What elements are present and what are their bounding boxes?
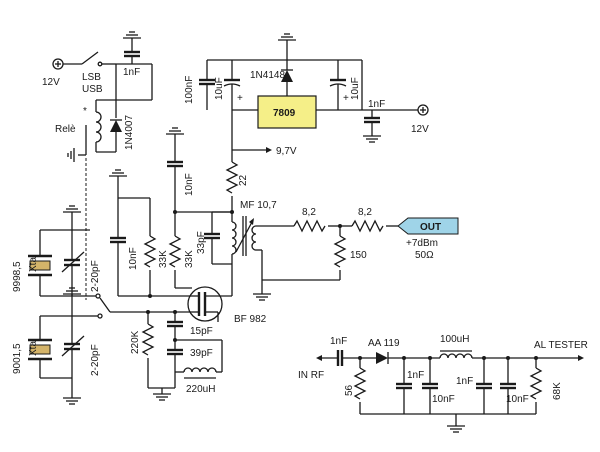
label-rele: Relè <box>55 124 76 135</box>
regulator-7809 <box>257 95 317 129</box>
label-diode-1n4148: 1N4148 <box>250 70 285 81</box>
label-c10u-b: 10uF <box>350 77 361 100</box>
inductor-100uh <box>439 353 473 359</box>
label-r33k-b: 33K <box>184 250 195 268</box>
label-12v-right: 12V <box>411 124 429 135</box>
label-star: * <box>83 106 87 117</box>
label-al-tester: AL TESTER <box>534 340 588 351</box>
diode-aa119 <box>376 352 388 364</box>
label-c15p: 15pF <box>190 326 213 337</box>
label-r22: 22 <box>238 174 249 186</box>
power-relay-section: 12V LSB USB 1nF 1N4007 * Relè <box>42 31 153 300</box>
diode-1n4148 <box>281 70 293 82</box>
svg-text:+: + <box>237 93 243 104</box>
label-l100: 100uH <box>440 334 469 345</box>
label-usb: USB <box>82 84 103 95</box>
label-r68k: 68K <box>552 382 563 400</box>
switch-lsb-usb <box>81 51 99 65</box>
label-xtal-b: Xtal <box>28 339 39 356</box>
label-trim-b: 2-20pF <box>90 344 101 376</box>
terminal-12v-right <box>417 104 429 116</box>
transformer-secondary <box>251 225 257 251</box>
label-c39p: 39pF <box>190 348 213 359</box>
label-freq-b: 9001,5 <box>12 343 23 374</box>
crystal-section: Xtal 9998,5 2-20pF Xtal 9001,5 2-20pF <box>12 205 111 405</box>
label-c10n-a: 10nF <box>432 394 455 405</box>
label-12v-top: 12V <box>42 77 60 88</box>
label-freq-a: 9998,5 <box>12 261 23 292</box>
label-c1n-a: 1nF <box>407 370 424 381</box>
label-lsb: LSB <box>82 72 101 83</box>
mixer-section: 10nF 33K 33K BF 982 220K <box>108 169 267 401</box>
label-c33p: 33pF <box>196 231 207 254</box>
transistor-bf982 <box>187 286 223 322</box>
label-ohm: 50Ω <box>415 250 434 261</box>
label-7809: 7809 <box>273 108 296 119</box>
inductor-220uh <box>183 367 217 373</box>
label-9-7v: 9,7V <box>276 146 297 157</box>
label-diode-1n4007: 1N4007 <box>124 115 135 150</box>
regulator-section: 100nF 10uF + 1N4148 7809 10uF + 1nF <box>184 33 429 214</box>
label-c10u-a: 10uF <box>214 77 225 100</box>
label-r56: 56 <box>344 384 355 396</box>
label-r33k-a: 33K <box>158 250 169 268</box>
label-c-in: 1nF <box>330 336 347 347</box>
label-xtal-a: Xtal <box>28 255 39 272</box>
crystal-b <box>29 344 51 355</box>
diode-1n4007 <box>110 120 122 132</box>
if-transformer-section: 10nF MF 10,7 33pF 8,2 8,2 <box>165 127 459 301</box>
label-mf: MF 10,7 <box>240 200 277 211</box>
label-c-relay: 1nF <box>123 67 140 78</box>
label-c10n-b: 10nF <box>506 394 529 405</box>
label-dbm: +7dBm <box>406 238 438 249</box>
relay-contact <box>99 297 111 313</box>
label-c-reg-out: 1nF <box>368 99 385 110</box>
label-out: OUT <box>420 222 441 233</box>
svg-text:+: + <box>343 93 349 104</box>
label-r220k: 220K <box>130 330 141 354</box>
label-l220: 220uH <box>186 384 215 395</box>
label-in-rf: IN RF <box>298 370 324 381</box>
label-r8-a: 8,2 <box>302 207 316 218</box>
label-r8-b: 8,2 <box>358 207 372 218</box>
al-tester-section: IN RF 1nF 56 AA 119 1nF 10nF 10 <box>298 334 588 433</box>
output-connector <box>397 217 459 235</box>
label-c10n-mid: 10nF <box>128 247 139 270</box>
label-trim-a: 2-20pF <box>90 260 101 292</box>
crystal-a <box>29 260 51 271</box>
transformer-primary <box>231 221 237 255</box>
label-c100n: 100nF <box>184 76 195 104</box>
label-c10n-top: 10nF <box>184 173 195 196</box>
label-bf982: BF 982 <box>234 314 267 325</box>
label-r150: 150 <box>350 250 367 261</box>
label-aa119: AA 119 <box>368 338 400 349</box>
relay-coil <box>95 111 102 143</box>
label-c1n-b: 1nF <box>456 376 473 387</box>
